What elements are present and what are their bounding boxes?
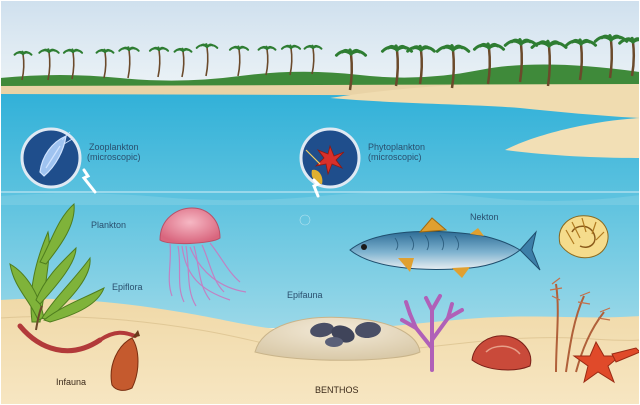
palm-leaf	[72, 49, 73, 52]
palm-leaf	[580, 40, 581, 44]
palm-leaf	[206, 44, 207, 47]
palm-leaf	[632, 38, 633, 42]
label-benthos: BENTHOS	[315, 385, 359, 395]
label-phytoplankton: Phytoplankton	[368, 142, 425, 152]
palm-leaf	[22, 52, 23, 54]
label-epiflora: Epiflora	[112, 282, 143, 292]
label-phytoplankton-note: (microscopic)	[368, 152, 422, 162]
palm-leaf	[238, 46, 239, 49]
palm-leaf	[488, 44, 489, 48]
palm-leaf	[451, 46, 453, 50]
label-infauna: Infauna	[56, 377, 86, 387]
label-epifauna: Epifauna	[287, 290, 323, 300]
palm-leaf	[312, 46, 313, 48]
palm-leaf	[48, 49, 49, 52]
label-zooplankton: Zooplankton	[89, 142, 139, 152]
palm-leaf	[266, 47, 267, 49]
palm-leaf	[547, 41, 549, 46]
palm-leaf	[420, 46, 421, 50]
palm-leaf	[519, 40, 521, 44]
label-nekton: Nekton	[470, 212, 499, 222]
palm-leaf	[182, 49, 183, 51]
label-zooplankton-note: (microscopic)	[87, 152, 141, 162]
palm-leaf	[158, 47, 159, 50]
palm-leaf	[609, 36, 611, 40]
palm-leaf	[290, 45, 291, 48]
palm-leaf	[350, 50, 351, 54]
palm-leaf	[396, 46, 397, 50]
palm-leaf	[128, 47, 129, 50]
nautilus-shell	[559, 216, 608, 258]
palm-leaf	[104, 50, 105, 52]
label-plankton: Plankton	[91, 220, 126, 230]
